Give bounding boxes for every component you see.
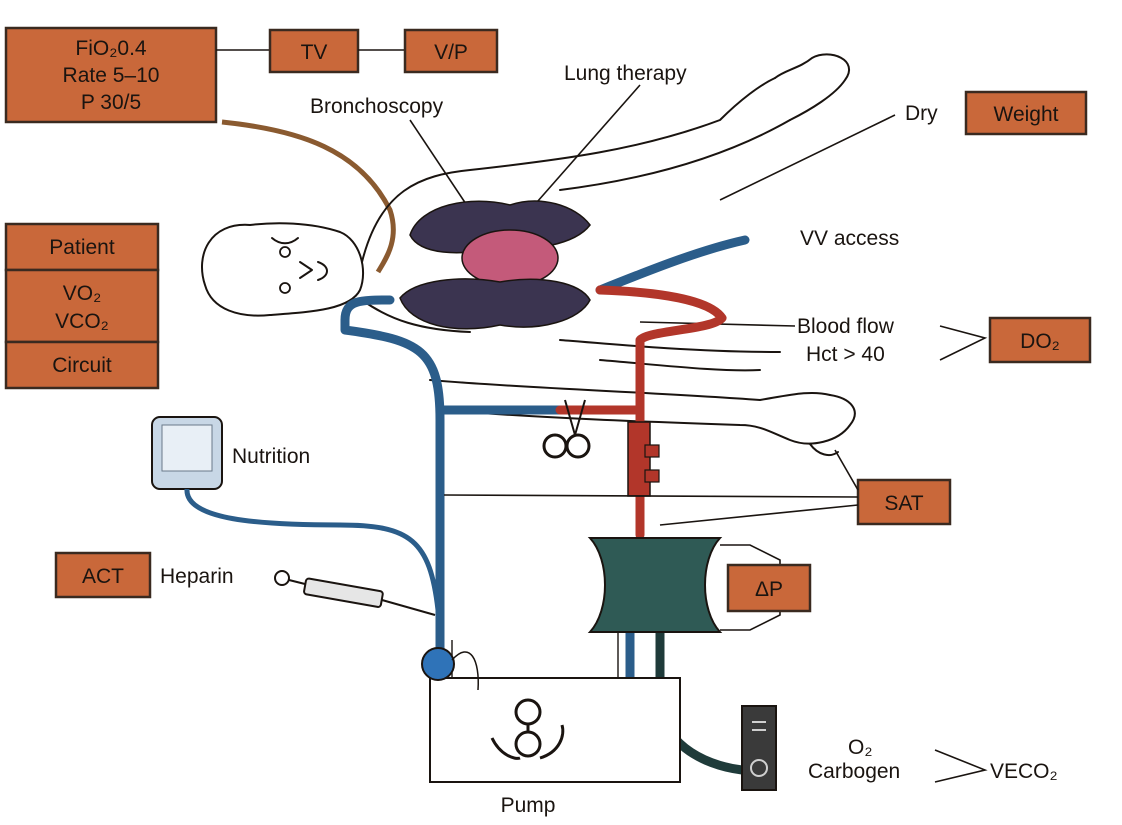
bronchoscopy-label: Bronchoscopy [310,95,444,118]
o2-label: O₂ [848,736,873,759]
weight-box: Weight [966,92,1086,134]
pump-housing [430,678,680,782]
hct-label: Hct > 40 [806,343,885,366]
connector-block [628,422,650,496]
vco2-text: VCO₂ [55,310,109,333]
oxygenator-icon [590,538,720,632]
dry-weight-pointer [720,115,895,200]
sat-box: SAT [858,480,950,524]
rate-text: Rate 5–10 [63,64,160,87]
act-text: ACT [82,565,124,588]
tv-text: TV [301,41,328,64]
patient-text: Patient [49,236,115,259]
sat-text: SAT [884,492,923,515]
pump-label: Pump [501,794,556,817]
dry-label: Dry [905,102,938,125]
do2-text: DO₂ [1020,330,1060,353]
bladder-icon [422,648,454,680]
lungs [400,201,590,329]
circuit-text: Circuit [52,354,112,377]
fio2-text: FiO₂0.4 [75,37,146,60]
delta-p-text: ΔP [755,578,783,601]
nutrition-label: Nutrition [232,445,310,468]
patient-panel: Patient VO₂ VCO₂ Circuit [6,224,158,388]
pressure-text: P 30/5 [81,91,141,114]
heparin-label: Heparin [160,565,234,588]
do2-bracket [940,326,985,360]
lung-therapy-label: Lung therapy [564,62,687,85]
vv-access-label: VV access [800,227,899,250]
vo2-text: VO₂ [63,282,102,305]
heart-icon [462,230,558,286]
tv-box: TV [270,30,358,72]
ventilator-tube [222,122,393,272]
do2-box: DO₂ [990,318,1090,362]
act-box: ACT [56,553,150,597]
sat-line-arterial [660,505,858,525]
veco2-bracket [935,750,985,782]
syringe-icon [275,571,435,615]
delta-p-box: ΔP [728,565,810,611]
weight-text: Weight [994,103,1059,126]
carbogen-label: Carbogen [808,760,900,783]
vp-box: V/P [405,30,497,72]
ventilator-settings-box: FiO₂0.4 Rate 5–10 P 30/5 [6,28,216,122]
veco2-label: VECO₂ [990,760,1058,783]
vp-text: V/P [434,41,468,64]
gas-blender-icon [742,706,776,790]
sat-line-finger [835,450,858,490]
blood-flow-label: Blood flow [797,315,895,338]
sat-line-venous [444,495,858,497]
